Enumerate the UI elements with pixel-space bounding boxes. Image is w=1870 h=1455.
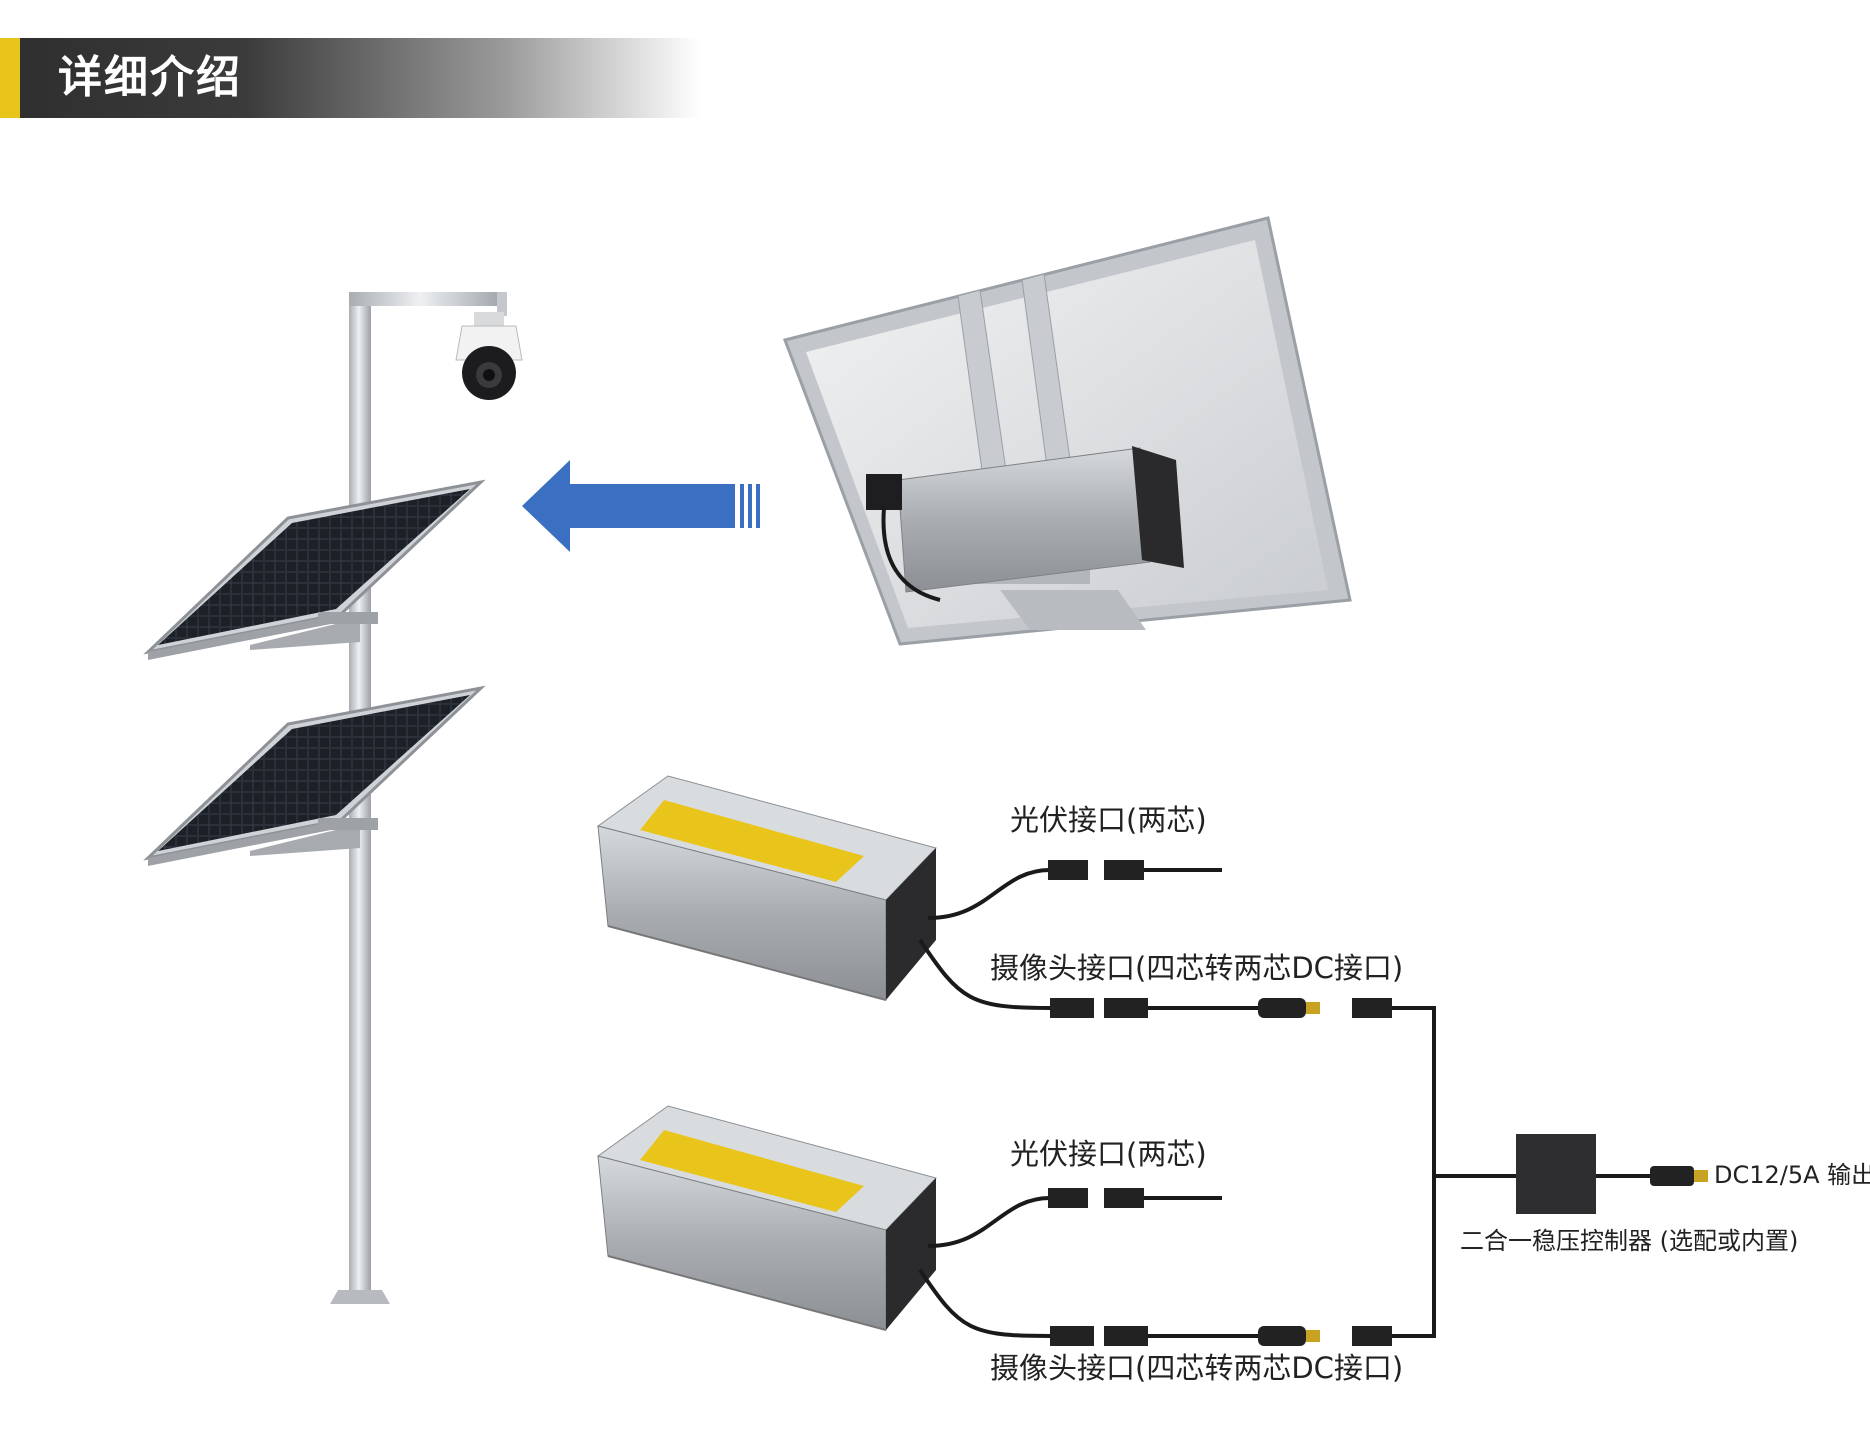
- camera-icon: [455, 312, 523, 400]
- lower-camera-cable: [918, 1268, 1436, 1346]
- dc-output-label: DC12/5A 输出: [1714, 1161, 1870, 1189]
- header-band: [0, 38, 700, 118]
- pv-port-label-lower: 光伏接口(两芯): [1010, 1137, 1207, 1171]
- page-title: 详细介绍: [58, 52, 242, 103]
- pole-base: [330, 1290, 390, 1304]
- lower-solar-panel: [143, 685, 486, 866]
- pv-port-label-upper: 光伏接口(两芯): [1010, 803, 1207, 837]
- header-accent-bar: [0, 38, 20, 118]
- upper-solar-panel: [143, 479, 486, 660]
- left-arrow-icon: [522, 460, 760, 552]
- camera-port-label-upper: 摄像头接口(四芯转两芯DC接口): [990, 951, 1404, 985]
- solar-pole-assembly: [143, 292, 523, 1304]
- controller-label: 二合一稳压控制器 (选配或内置): [1460, 1227, 1799, 1255]
- panel-back-with-battery: [783, 216, 1352, 646]
- dc-output-plug-icon: [1650, 1166, 1708, 1186]
- lower-battery-controller: [596, 1105, 937, 1331]
- upper-pv-cable: [927, 860, 1222, 920]
- camera-port-label-lower: 摄像头接口(四芯转两芯DC接口): [990, 1351, 1404, 1385]
- merge-cabling: [1432, 1008, 1708, 1336]
- upper-battery-controller: [596, 775, 937, 1001]
- regulator-controller-box: [1516, 1134, 1596, 1214]
- lower-pv-cable: [927, 1188, 1222, 1248]
- pole-arm: [349, 292, 507, 306]
- upper-camera-cable: [918, 938, 1436, 1018]
